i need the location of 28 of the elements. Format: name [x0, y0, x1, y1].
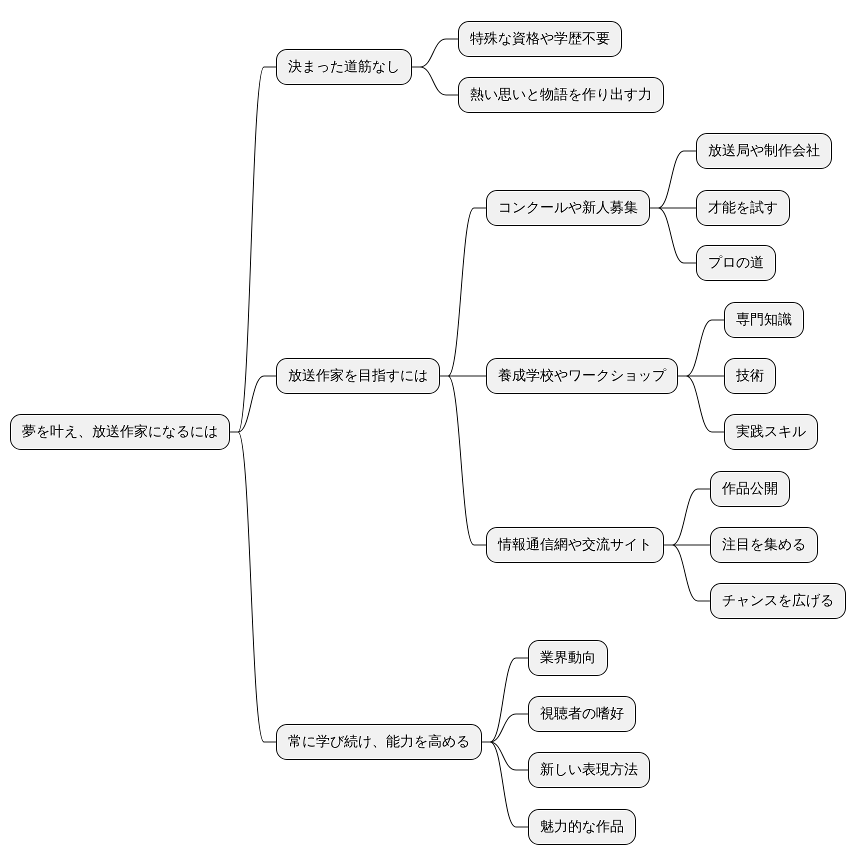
topic-box: 新しい表現方法: [528, 752, 650, 788]
topic-box: 魅力的な作品: [528, 809, 636, 845]
topic-box: 養成学校やワークショップ: [486, 358, 678, 394]
topic-box: 決まった道筋なし: [276, 49, 412, 85]
connector-line: [650, 208, 696, 264]
connector-line: [482, 742, 528, 828]
topic-box: 特殊な資格や学歴不要: [458, 21, 622, 57]
topic-box: 専門知識: [724, 302, 804, 338]
topic-box: 夢を叶え、放送作家になるには: [10, 414, 230, 450]
topic-box: 常に学び続け、能力を高める: [276, 724, 482, 760]
topic-box: コンクールや新人募集: [486, 190, 650, 226]
topic-box: チャンスを広げる: [710, 583, 846, 619]
topic-box: 実践スキル: [724, 414, 818, 450]
connector-line: [230, 432, 276, 742]
topic-box: 作品公開: [710, 471, 790, 507]
topic-box: 業界動向: [528, 640, 608, 676]
connector-line: [678, 376, 724, 432]
topic-box: 情報通信網や交流サイト: [486, 527, 664, 563]
topic-box: 技術: [724, 358, 776, 394]
topic-box: 視聴者の嗜好: [528, 696, 636, 732]
topic-box: 注目を集める: [710, 527, 818, 563]
topic-box: 熱い思いと物語を作り出す力: [458, 77, 664, 113]
topic-box: 放送作家を目指すには: [276, 358, 440, 394]
topic-box: 放送局や制作会社: [696, 133, 832, 169]
topic-box: 才能を試す: [696, 190, 790, 226]
connector-line: [664, 544, 710, 602]
topic-box: プロの道: [696, 245, 776, 281]
connector-line: [412, 66, 458, 96]
